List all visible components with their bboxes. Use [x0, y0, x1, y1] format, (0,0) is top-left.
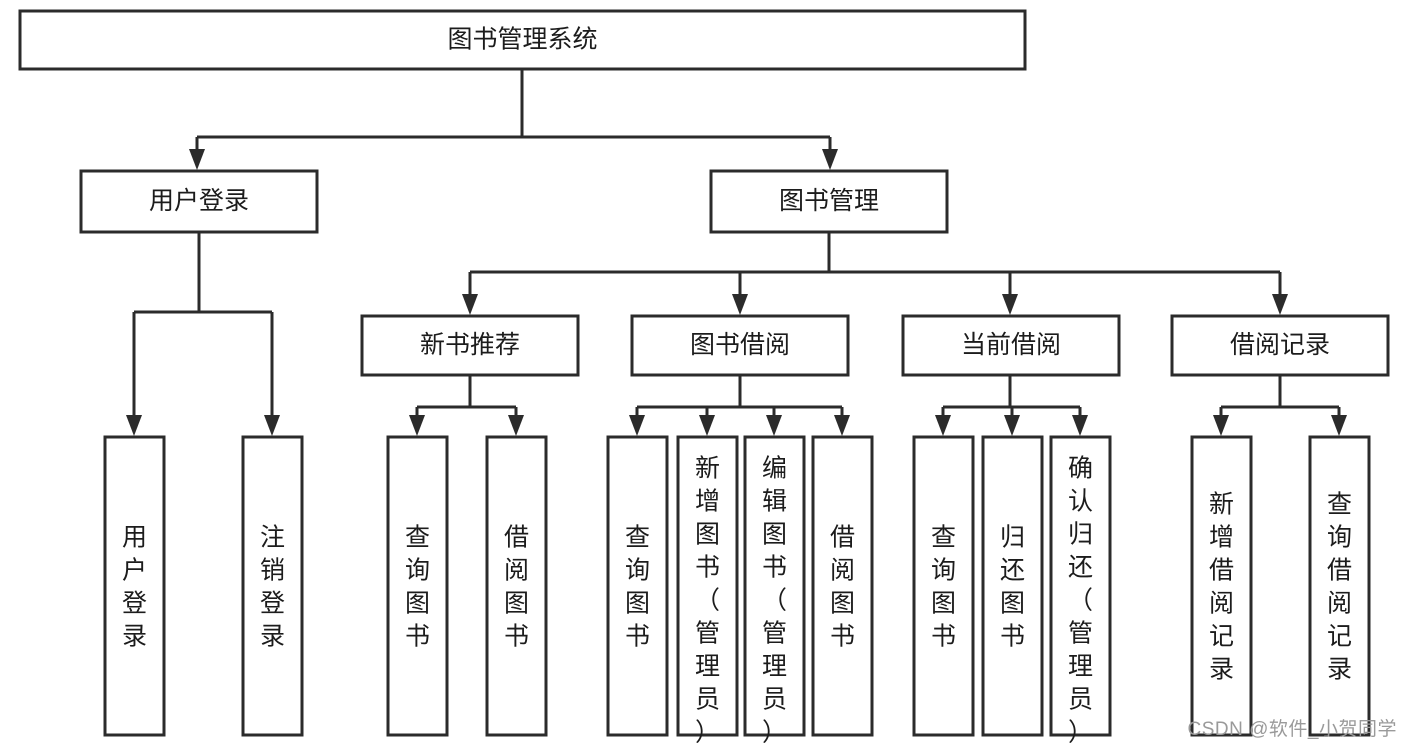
node-leaf-user-login[interactable]: 用户登录	[103, 435, 166, 737]
node-label-root: 图书管理系统	[447, 26, 597, 54]
arrow-heads-layer	[126, 149, 1347, 436]
node-box-user-login	[79, 169, 319, 234]
node-leaf-edit-book-admin[interactable]: 编辑图书（管理员）	[743, 435, 806, 747]
nodes-layer: 图书管理系统用户登录图书管理新书推荐图书借阅当前借阅借阅记录用户登录注销登录查询…	[18, 9, 1390, 747]
arrow-to-leaf-query-book-recommend	[409, 415, 425, 436]
node-box-leaf-query-book-current	[912, 435, 975, 737]
node-label-leaf-return-book: 归还图书	[1000, 524, 1025, 651]
node-leaf-confirm-return-admin[interactable]: 确认归还（管理员）	[1049, 435, 1112, 747]
node-box-leaf-add-book-admin	[676, 435, 739, 737]
node-label-book-manage: 图书管理	[779, 187, 879, 215]
node-leaf-logout-login[interactable]: 注销登录	[241, 435, 304, 737]
node-label-leaf-borrow-book: 借阅图书	[830, 524, 855, 651]
arrow-to-book-manage	[822, 149, 838, 170]
arrow-to-current-borrow	[1002, 294, 1018, 315]
node-leaf-query-borrow-record[interactable]: 查询借阅记录	[1308, 435, 1371, 737]
node-box-leaf-query-book-recommend	[386, 435, 449, 737]
connectors-layer	[132, 69, 1341, 424]
node-box-leaf-logout-login	[241, 435, 304, 737]
arrow-to-book-borrow	[732, 294, 748, 315]
arrow-to-leaf-add-book-admin	[699, 415, 715, 436]
arrow-to-new-book-recommend	[462, 294, 478, 315]
node-box-leaf-user-login	[103, 435, 166, 737]
node-label-leaf-add-book-admin: 新增图书（管理员）	[695, 455, 720, 747]
node-leaf-add-book-admin[interactable]: 新增图书（管理员）	[676, 435, 739, 747]
node-box-new-book-recommend	[360, 314, 580, 377]
arrow-to-leaf-query-book-current	[935, 415, 951, 436]
node-leaf-add-borrow-record[interactable]: 新增借阅记录	[1190, 435, 1253, 737]
node-label-leaf-borrow-book-recommend: 借阅图书	[504, 524, 529, 651]
node-box-leaf-return-book	[981, 435, 1044, 737]
node-book-manage[interactable]: 图书管理	[709, 169, 949, 234]
conn-root-bus	[195, 69, 832, 158]
node-box-borrow-record	[1170, 314, 1390, 377]
arrow-to-leaf-query-book-borrow	[629, 415, 645, 436]
arrow-to-borrow-record	[1272, 294, 1288, 315]
arrow-to-leaf-edit-book-admin	[766, 415, 782, 436]
node-label-leaf-query-borrow-record: 查询借阅记录	[1327, 491, 1352, 684]
arrow-to-leaf-borrow-book-recommend	[508, 415, 524, 436]
node-label-leaf-user-login: 用户登录	[122, 524, 147, 651]
node-label-leaf-logout-login: 注销登录	[260, 524, 285, 651]
node-user-login[interactable]: 用户登录	[79, 169, 319, 234]
node-leaf-query-book-borrow[interactable]: 查询图书	[606, 435, 669, 737]
node-root[interactable]: 图书管理系统	[18, 9, 1027, 71]
node-label-new-book-recommend: 新书推荐	[420, 331, 520, 359]
csdn-watermark: CSDN @软件_小贺同学	[1187, 719, 1397, 740]
node-leaf-borrow-book[interactable]: 借阅图书	[811, 435, 874, 737]
arrow-to-leaf-query-borrow-record	[1331, 415, 1347, 436]
node-leaf-query-book-recommend[interactable]: 查询图书	[386, 435, 449, 737]
node-label-user-login: 用户登录	[149, 187, 249, 215]
node-box-book-manage	[709, 169, 949, 234]
node-box-current-borrow	[901, 314, 1121, 377]
arrow-to-leaf-add-borrow-record	[1213, 415, 1229, 436]
conn-bookmanage-bus	[468, 232, 1282, 302]
arrow-to-leaf-borrow-book	[834, 415, 850, 436]
node-label-leaf-query-book-recommend: 查询图书	[405, 524, 430, 651]
node-box-leaf-query-book-borrow	[606, 435, 669, 737]
node-box-root	[18, 9, 1027, 71]
node-label-leaf-confirm-return-admin: 确认归还（管理员）	[1068, 455, 1093, 747]
arrow-to-leaf-return-book	[1004, 415, 1020, 436]
node-label-leaf-edit-book-admin: 编辑图书（管理员）	[762, 455, 787, 747]
arrow-to-leaf-user-login	[126, 415, 142, 436]
arrow-to-user-login	[189, 149, 205, 170]
arrow-to-leaf-logout-login	[264, 415, 280, 436]
arrow-to-leaf-confirm-return-admin	[1072, 415, 1088, 436]
node-label-borrow-record: 借阅记录	[1230, 331, 1330, 359]
node-borrow-record[interactable]: 借阅记录	[1170, 314, 1390, 377]
node-leaf-return-book[interactable]: 归还图书	[981, 435, 1044, 737]
node-box-leaf-add-borrow-record	[1190, 435, 1253, 737]
node-box-leaf-borrow-book-recommend	[485, 435, 548, 737]
node-box-book-borrow	[630, 314, 850, 377]
node-label-leaf-add-borrow-record: 新增借阅记录	[1209, 491, 1234, 684]
node-book-borrow[interactable]: 图书借阅	[630, 314, 850, 377]
node-box-leaf-borrow-book	[811, 435, 874, 737]
node-leaf-borrow-book-recommend[interactable]: 借阅图书	[485, 435, 548, 737]
node-label-current-borrow: 当前借阅	[961, 331, 1061, 359]
node-box-leaf-query-borrow-record	[1308, 435, 1371, 737]
conn-recommend-bus	[415, 375, 518, 424]
node-new-book-recommend[interactable]: 新书推荐	[360, 314, 580, 377]
node-label-book-borrow: 图书借阅	[690, 331, 790, 359]
node-current-borrow[interactable]: 当前借阅	[901, 314, 1121, 377]
conn-userlogin-bus	[132, 232, 274, 424]
node-label-leaf-query-book-borrow: 查询图书	[625, 524, 650, 651]
node-box-leaf-confirm-return-admin	[1049, 435, 1112, 737]
conn-borrow-bus	[635, 375, 844, 424]
conn-record-bus	[1219, 375, 1341, 424]
node-box-leaf-edit-book-admin	[743, 435, 806, 737]
node-label-leaf-query-book-current: 查询图书	[931, 524, 956, 651]
node-leaf-query-book-current[interactable]: 查询图书	[912, 435, 975, 737]
